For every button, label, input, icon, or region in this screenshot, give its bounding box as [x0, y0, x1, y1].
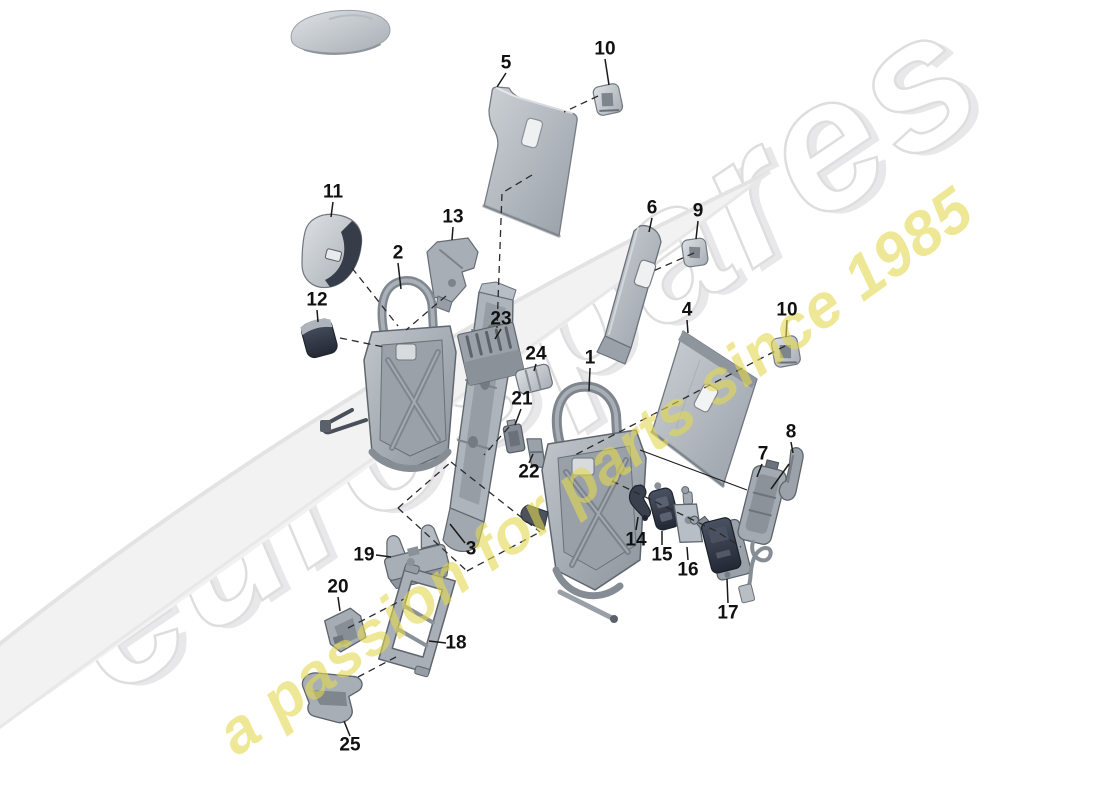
callout-1[interactable]: 1 — [584, 347, 596, 369]
part-10-clip-right — [770, 335, 801, 368]
callout-14[interactable]: 14 — [625, 529, 647, 551]
part-15-latch — [648, 482, 680, 531]
part-12-cap — [300, 318, 338, 359]
callout-9[interactable]: 9 — [692, 200, 704, 222]
callout-7[interactable]: 7 — [757, 443, 769, 465]
callout-8[interactable]: 8 — [785, 421, 797, 443]
part-2-backrest-frame — [320, 276, 457, 472]
part-9-clip — [681, 237, 709, 268]
part-23-comb-plate — [457, 321, 525, 386]
callout-5[interactable]: 5 — [500, 52, 512, 74]
part-25-lower-bracket — [301, 672, 363, 724]
callout-4[interactable]: 4 — [681, 299, 693, 321]
part-21-bracket — [502, 419, 526, 454]
callout-6[interactable]: 6 — [646, 197, 658, 219]
callout-11[interactable]: 11 — [322, 181, 344, 203]
callout-17[interactable]: 17 — [717, 602, 739, 624]
callout-13[interactable]: 13 — [442, 206, 464, 228]
callout-12[interactable]: 12 — [306, 289, 328, 311]
part-18-support-frame — [378, 558, 456, 678]
callout-3[interactable]: 3 — [465, 538, 477, 560]
callout-23[interactable]: 23 — [490, 308, 512, 330]
cable — [746, 540, 773, 590]
part-20-bracket — [324, 607, 367, 653]
callout-19[interactable]: 19 — [353, 544, 375, 566]
callout-15[interactable]: 15 — [651, 544, 673, 566]
callout-24[interactable]: 24 — [525, 343, 547, 365]
part-4-backrest-panel — [650, 330, 758, 488]
callout-22[interactable]: 22 — [518, 461, 540, 483]
car-silhouette — [290, 9, 391, 55]
part-11-guide-cap — [301, 213, 363, 289]
assembly-dashed-lines — [339, 95, 786, 678]
callout-20[interactable]: 20 — [327, 576, 349, 598]
callout-21[interactable]: 21 — [511, 388, 533, 410]
part-13-bracket — [426, 237, 479, 313]
part-5-backrest-panel — [482, 86, 578, 238]
callout-16[interactable]: 16 — [677, 559, 699, 581]
part-24-block — [515, 363, 553, 395]
callout-leader-lines — [316, 58, 794, 737]
callout-10[interactable]: 10 — [776, 299, 798, 321]
callout-18[interactable]: 18 — [445, 632, 467, 654]
part-14-lever — [628, 484, 651, 521]
part-1-backrest-frame — [520, 381, 647, 623]
part-6-pillar-trim — [596, 224, 662, 365]
callout-25[interactable]: 25 — [339, 734, 361, 756]
part-8-strap — [778, 447, 804, 501]
part-10-clip-top — [592, 83, 624, 116]
callout-10[interactable]: 10 — [594, 38, 616, 60]
callout-2[interactable]: 2 — [392, 242, 404, 264]
